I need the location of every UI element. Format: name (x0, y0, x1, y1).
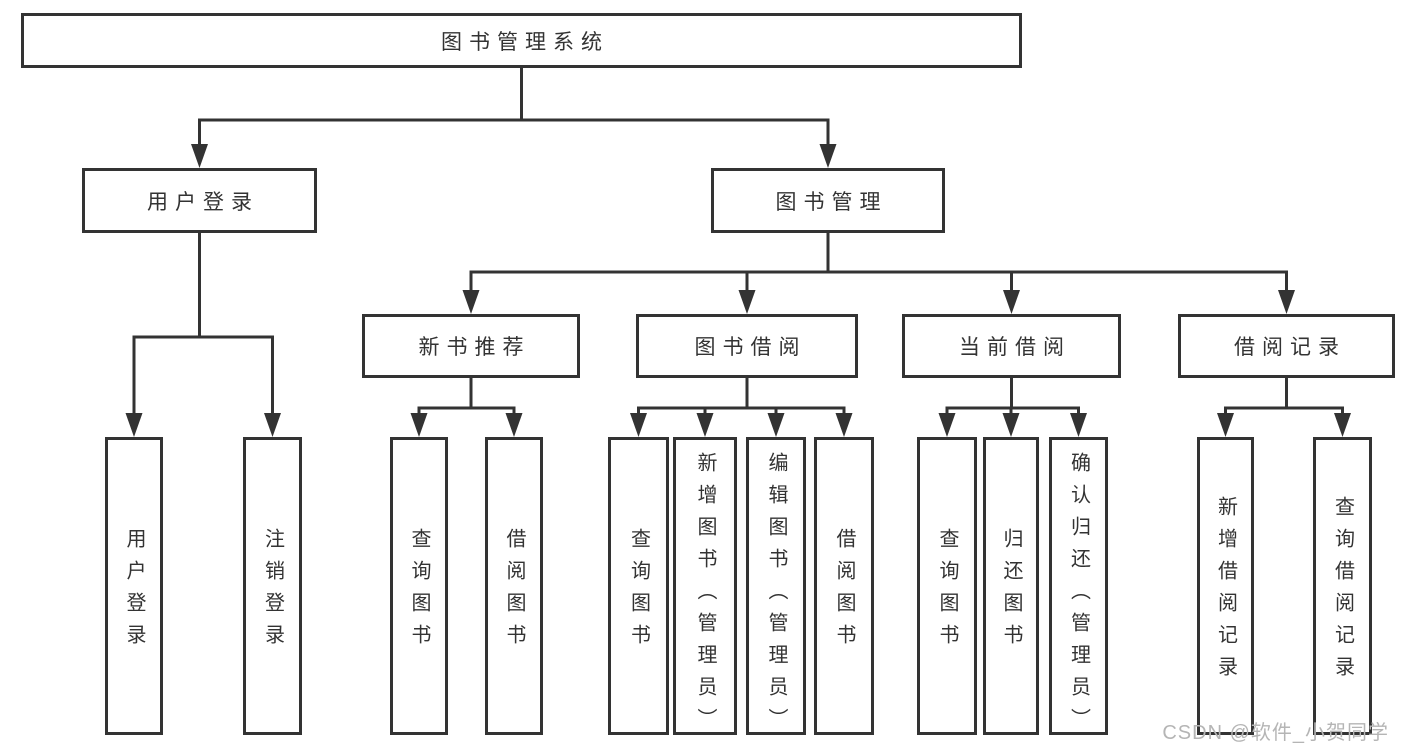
node-label: 确认归还（管理员） (1067, 452, 1090, 740)
node-add-borrow-record: 新增借阅记录 (1197, 437, 1254, 735)
node-label: 查询图书 (627, 528, 650, 656)
node-label: 归还图书 (1000, 528, 1022, 656)
node-label: 图书管理系统 (441, 30, 609, 54)
node-logout: 注销登录 (243, 437, 302, 735)
node-label: 借阅图书 (833, 528, 855, 656)
node-label: 注销登录 (261, 528, 284, 656)
node-borrow-books-1: 借阅图书 (485, 437, 543, 735)
node-label: 查询图书 (936, 528, 958, 656)
node-book-borrowing: 图书借阅 (636, 314, 858, 378)
node-new-book-recommendation: 新书推荐 (362, 314, 580, 378)
node-return-books: 归还图书 (983, 437, 1039, 735)
node-label: 新增借阅记录 (1214, 496, 1237, 688)
node-query-books-3: 查询图书 (917, 437, 977, 735)
node-label: 图书管理 (775, 190, 888, 214)
node-label: 查询借阅记录 (1331, 496, 1354, 688)
node-user-login-leaf: 用户登录 (105, 437, 163, 735)
node-label: 当前借阅 (959, 336, 1071, 359)
node-label: 新书推荐 (418, 336, 531, 359)
node-label: 借阅记录 (1234, 336, 1346, 359)
node-label: 查询图书 (408, 528, 430, 656)
node-current-borrowing: 当前借阅 (902, 314, 1121, 378)
node-label: 用户登录 (147, 190, 259, 214)
node-borrow-books-2: 借阅图书 (814, 437, 874, 735)
node-user-login: 用户登录 (82, 168, 317, 233)
node-query-borrow-record: 查询借阅记录 (1313, 437, 1372, 735)
node-library-management-system: 图书管理系统 (21, 13, 1022, 68)
node-label: 编辑图书（管理员） (765, 452, 787, 740)
node-query-books-1: 查询图书 (390, 437, 448, 735)
node-label: 图书借阅 (694, 336, 807, 359)
node-edit-books-admin: 编辑图书（管理员） (746, 437, 806, 740)
node-borrowing-records: 借阅记录 (1178, 314, 1395, 378)
node-book-management: 图书管理 (711, 168, 945, 233)
node-query-books-2: 查询图书 (608, 437, 669, 735)
node-confirm-return-admin: 确认归还（管理员） (1049, 437, 1108, 740)
node-label: 新增图书（管理员） (694, 452, 716, 740)
watermark: CSDN @软件_小贺同学 (1162, 722, 1389, 744)
node-label: 借阅图书 (503, 528, 525, 656)
node-add-books-admin: 新增图书（管理员） (673, 437, 737, 740)
node-label: 用户登录 (123, 528, 145, 656)
